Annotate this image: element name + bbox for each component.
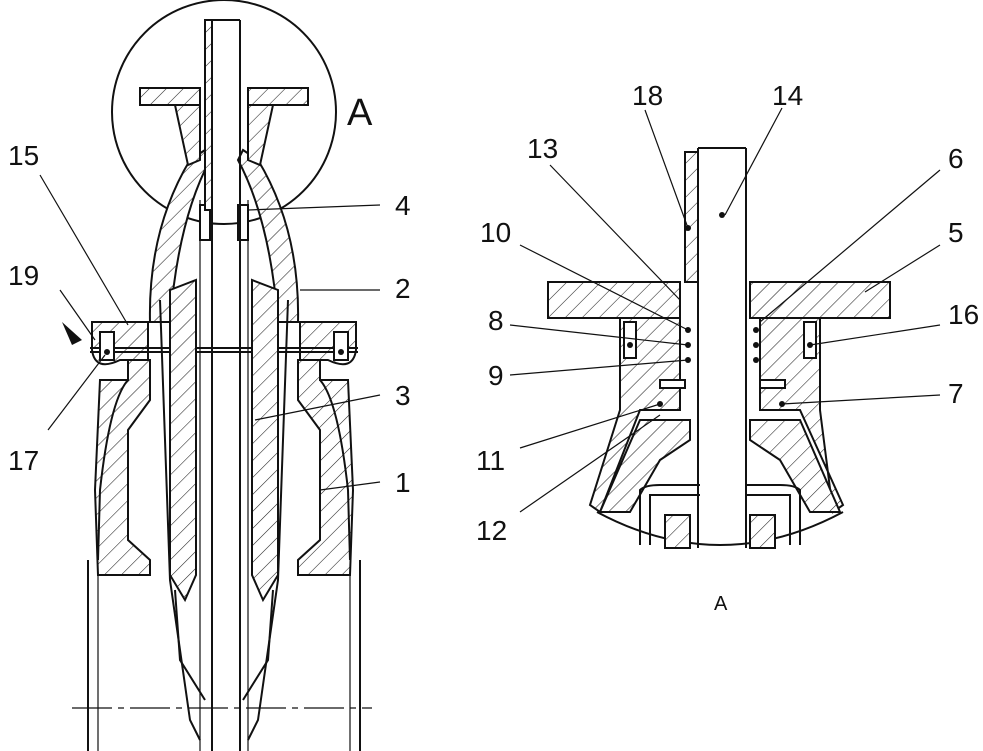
flange-5-right	[749, 281, 891, 319]
bolt-16-right	[803, 321, 817, 359]
full-section-view: A 15 19 17 4 2 3 1	[8, 0, 411, 751]
body-right	[297, 359, 355, 576]
bolt-16-left	[623, 321, 637, 359]
body-left	[93, 359, 151, 576]
callout-9: 9	[488, 360, 504, 391]
callout-3: 3	[395, 380, 411, 411]
top-plate-left	[139, 87, 201, 106]
callout-13: 13	[527, 133, 558, 164]
detail-view-a: 18 14 13 6 10 5 8 16 9 7 11 12 A	[476, 80, 979, 615]
callout-14: 14	[772, 80, 803, 111]
bolt-left	[99, 331, 115, 361]
callout-4: 4	[395, 190, 411, 221]
callout-18: 18	[632, 80, 663, 111]
bonnet-neck-right	[759, 317, 845, 514]
callout-5: 5	[948, 217, 964, 248]
stem-top	[204, 19, 213, 211]
packing-seals	[659, 327, 786, 389]
callout-15: 15	[8, 140, 39, 171]
callout-12: 12	[476, 515, 507, 546]
callout-6: 6	[948, 143, 964, 174]
callout-19: 19	[8, 260, 39, 291]
left-leaders	[39, 174, 381, 491]
callout-8: 8	[488, 305, 504, 336]
callout-7: 7	[948, 378, 964, 409]
callout-10: 10	[480, 217, 511, 248]
flange-5-left	[547, 281, 681, 319]
detail-caption: A	[714, 593, 728, 615]
wedge-right	[251, 278, 279, 603]
pipe-outlet	[87, 560, 361, 751]
callout-2: 2	[395, 273, 411, 304]
callout-16: 16	[948, 299, 979, 330]
arrow-19	[62, 322, 82, 345]
body-outline-left	[97, 379, 129, 561]
callout-1: 1	[395, 467, 411, 498]
callout-11: 11	[476, 445, 505, 476]
wedge-left	[169, 278, 197, 603]
right-leaders	[509, 107, 941, 513]
detail-marker: A	[347, 92, 373, 134]
bolt-right	[333, 331, 349, 361]
bonnet-neck-left	[588, 317, 681, 514]
detail-circle	[111, 0, 337, 225]
body-outline-right	[319, 379, 351, 561]
top-plate-right	[247, 87, 309, 106]
detail-boundary	[596, 511, 844, 546]
callout-17: 17	[8, 445, 39, 476]
stem-14-hatch	[684, 151, 699, 283]
